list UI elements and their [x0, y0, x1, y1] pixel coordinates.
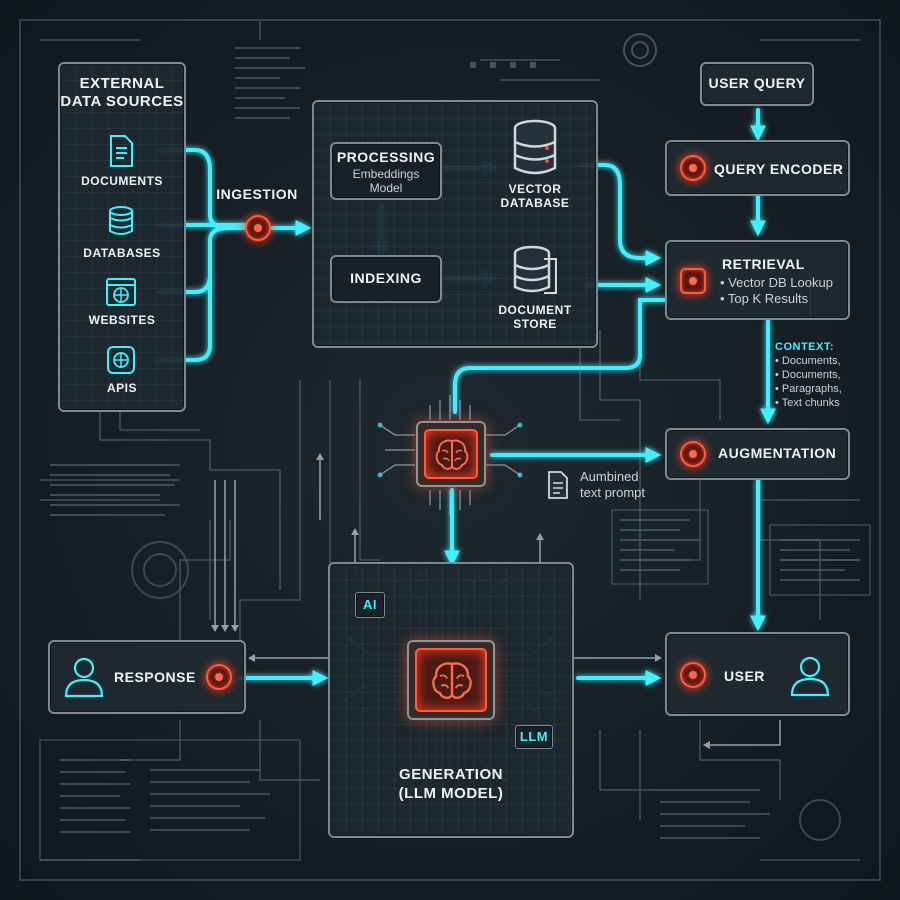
prompt-note-line2: text prompt	[580, 485, 646, 500]
prompt-note-line1: Aumbined	[580, 469, 639, 484]
context-title: CONTEXT:	[775, 341, 834, 353]
sources-title-line2: DATA SOURCES	[60, 93, 184, 110]
brain-chip-icon	[416, 421, 486, 487]
database-icon	[109, 206, 133, 235]
globe-icon	[106, 278, 136, 306]
processing-sub-line1: Embeddings	[352, 167, 420, 181]
retrieval-icon	[680, 268, 706, 294]
query-encoder-icon	[680, 155, 706, 181]
doc-store-line2: STORE	[513, 317, 557, 331]
augmentation-icon	[680, 441, 706, 467]
context-item-4: • Text chunks	[775, 397, 840, 409]
document-store-icon	[513, 245, 557, 294]
indexing-label: INDEXING	[350, 270, 422, 286]
context-item-2: • Documents,	[775, 369, 841, 381]
user-query-label: USER QUERY	[708, 75, 806, 91]
context-item-3: • Paragraphs,	[775, 383, 842, 395]
vector-db-line2: DATABASE	[500, 196, 570, 210]
response-label: RESPONSE	[114, 669, 196, 685]
vector-db-line1: VECTOR	[508, 182, 562, 196]
response-icon	[206, 664, 232, 690]
llm-tag	[515, 725, 553, 749]
augmentation-label: AUGMENTATION	[718, 445, 837, 461]
generation-title-line2: (LLM MODEL)	[398, 785, 504, 802]
context-item-1: • Documents,	[775, 355, 841, 367]
ingestion-node-icon	[245, 215, 271, 241]
retrieval-item-2: • Top K Results	[720, 291, 809, 306]
retrieval-item-1: • Vector DB Lookup	[720, 275, 833, 290]
user-icon	[790, 656, 830, 697]
user-node-icon	[680, 662, 706, 688]
llm-brain-chip-icon	[407, 640, 495, 720]
retrieval-title: RETRIEVAL	[722, 256, 805, 272]
source-documents: DOCUMENTS	[81, 174, 163, 188]
ingestion-label: INGESTION	[216, 186, 298, 202]
external-data-sources-panel	[58, 62, 186, 412]
api-icon	[107, 346, 135, 374]
processing-box	[330, 142, 442, 200]
processing-title: PROCESSING	[336, 149, 436, 165]
source-databases: DATABASES	[83, 246, 161, 260]
generation-title-line1: GENERATION	[399, 766, 503, 783]
query-encoder-label: QUERY ENCODER	[714, 161, 844, 177]
doc-store-line1: DOCUMENT	[498, 303, 572, 317]
llm-tag-label: LLM	[519, 729, 549, 744]
sources-title-line1: EXTERNAL	[79, 75, 165, 92]
source-apis: APIS	[106, 381, 137, 395]
user-icon	[64, 657, 104, 698]
processing-sub-line2: Model	[369, 181, 403, 195]
ai-tag-label: AI	[363, 597, 377, 612]
user-query-box	[700, 62, 814, 106]
ai-tag	[355, 592, 385, 618]
indexing-box	[330, 255, 442, 303]
document-icon	[110, 135, 133, 167]
vector-database-icon	[513, 119, 557, 175]
user-label: USER	[724, 668, 765, 684]
file-icon	[548, 471, 568, 499]
source-websites: WEBSITES	[88, 313, 156, 327]
